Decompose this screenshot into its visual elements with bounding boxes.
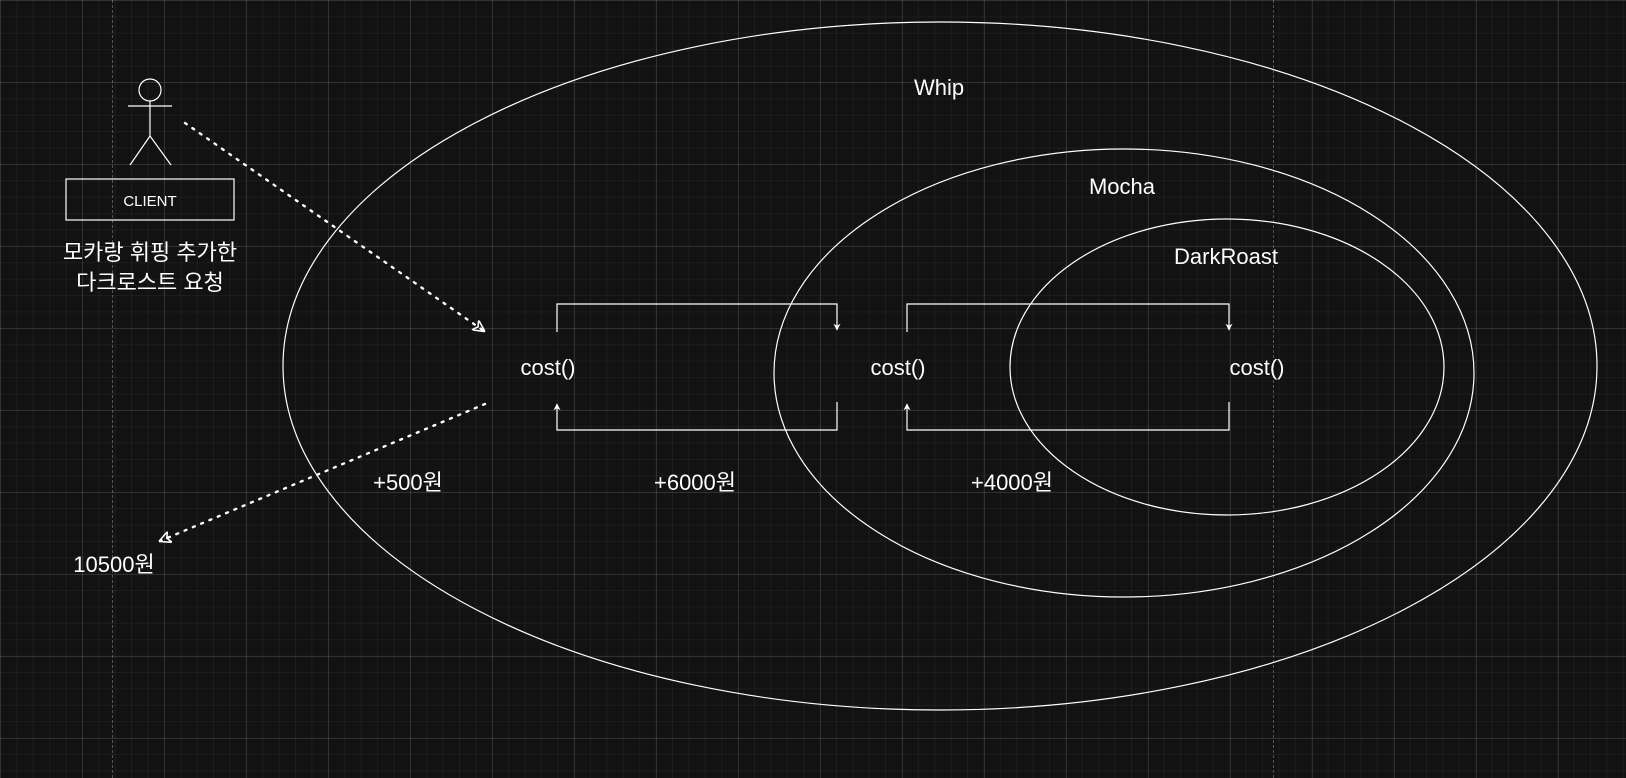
- request-arrow-client-to-whip: [183, 121, 484, 331]
- return-arrow-mocha-to-whip: [553, 402, 838, 431]
- total-price-label: 10500원: [73, 552, 154, 577]
- mocha-layer-title: Mocha: [1089, 174, 1156, 199]
- mocha-layer-ellipse[interactable]: [773, 148, 1475, 598]
- client-box[interactable]: [65, 178, 235, 221]
- whip-layer-title: Whip: [914, 75, 964, 100]
- darkroast-layer-title: DarkRoast: [1174, 244, 1278, 269]
- return-arrow-darkroast-to-mocha: [903, 402, 1230, 431]
- call-arrow-whip-to-mocha: [556, 303, 841, 332]
- whip-layer-ellipse[interactable]: [282, 21, 1598, 711]
- client-box-label: CLIENT: [123, 193, 176, 210]
- client-caption-line1: 모카랑 휘핑 추가한: [63, 240, 237, 265]
- call-arrow-mocha-to-darkroast: [906, 303, 1233, 332]
- mocha-price-label: +6000원: [654, 470, 736, 495]
- guide-line-right: [1273, 0, 1274, 778]
- guide-line-left: [112, 0, 113, 778]
- whip-cost-method[interactable]: cost(): [521, 355, 576, 380]
- darkroast-layer-ellipse[interactable]: [1009, 218, 1445, 516]
- client-caption-line2: 다크로스트 요청: [76, 270, 224, 295]
- actor-stick-figure-icon[interactable]: [128, 78, 172, 166]
- darkroast-cost-method[interactable]: cost(): [1230, 355, 1285, 380]
- mocha-cost-method[interactable]: cost(): [871, 355, 926, 380]
- darkroast-price-label: +4000원: [971, 470, 1053, 495]
- whip-price-label: +500원: [373, 470, 443, 495]
